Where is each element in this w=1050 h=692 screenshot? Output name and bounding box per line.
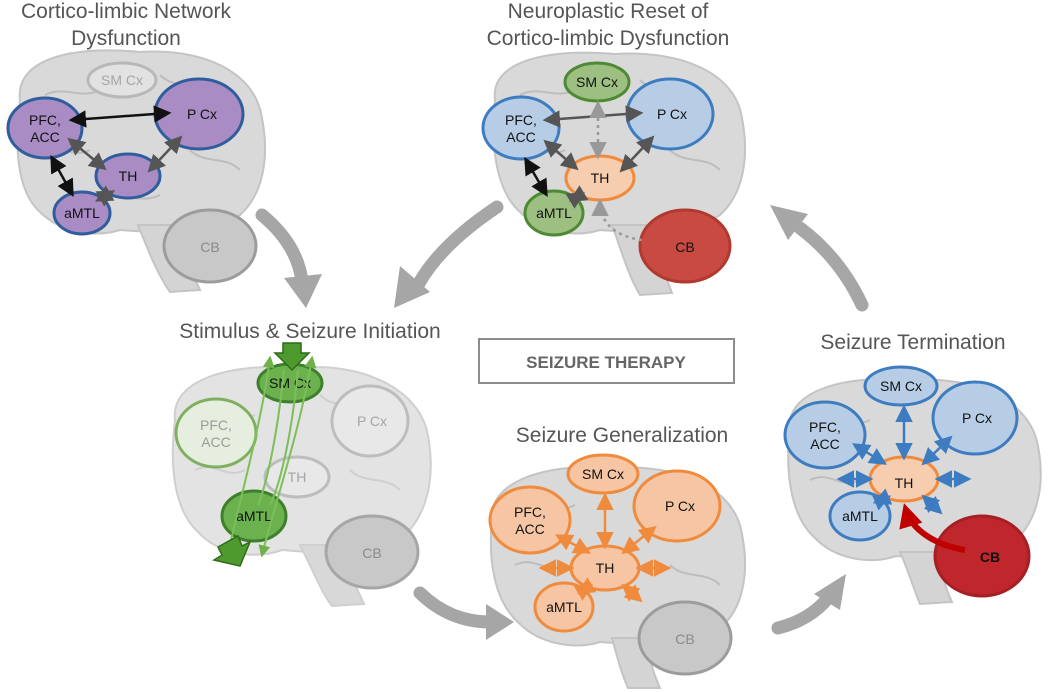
cycle-arrow-termination-to-reset xyxy=(793,221,869,312)
cycle-arrow-reset-to-initiation xyxy=(411,200,504,292)
th-label: TH xyxy=(119,168,138,184)
p-cx-label: P Cx xyxy=(962,410,992,426)
pfc-acc-region xyxy=(174,397,258,469)
amtl-label: aMTL xyxy=(536,205,572,221)
sm-cx-region xyxy=(86,61,158,99)
th-label: TH xyxy=(288,469,307,485)
cb-region xyxy=(162,208,258,284)
cb-label: CB xyxy=(675,631,694,647)
p-cx-label: P Cx xyxy=(657,106,687,122)
connection-arrows xyxy=(50,105,183,207)
panel-termination: Seizure Termination SM Cx PFC, ACC P Cx … xyxy=(783,331,1042,606)
sm-cx-label: SM Cx xyxy=(880,378,922,394)
th-label: TH xyxy=(895,475,914,491)
p-cx-region xyxy=(931,380,1019,456)
cycle-arrow-head-1 xyxy=(284,274,322,308)
panel-reset: Neuroplastic Reset of Cortico-limbic Dys… xyxy=(481,0,747,297)
acc-label: ACC xyxy=(506,129,536,145)
inhibitory-arrows xyxy=(836,404,972,515)
sm-cx-label: SM Cx xyxy=(101,72,143,88)
pfc-label: PFC, xyxy=(505,112,537,128)
stimulus-arrow-top xyxy=(273,342,311,372)
panel-reset-title-line-2: Cortico-limbic Dysfunction xyxy=(487,27,730,50)
pfc-acc-region xyxy=(6,96,84,160)
cycle-arrow-head-4 xyxy=(814,574,846,610)
p-cx-label: P Cx xyxy=(187,106,217,122)
cb-label: CB xyxy=(200,239,219,255)
pfc-label: PFC, xyxy=(29,112,61,128)
cycle-arrow-initiation-to-generalization xyxy=(413,586,497,629)
pfc-label: PFC, xyxy=(200,417,232,433)
cb-label: CB xyxy=(980,549,1000,565)
cycle-arrows xyxy=(255,200,869,640)
th-label: TH xyxy=(596,560,615,576)
cb-label: CB xyxy=(362,545,381,561)
pfc-acc-region xyxy=(488,485,572,555)
p-cx-region xyxy=(632,469,722,543)
cycle-arrow-head-2 xyxy=(394,266,430,308)
seizure-therapy-label: SEIZURE THERAPY xyxy=(526,353,686,372)
amtl-label: aMTL xyxy=(546,599,582,615)
p-cx-region xyxy=(330,384,410,458)
connection-arrows xyxy=(524,100,655,242)
cb-region xyxy=(638,208,732,284)
stimulus-arrow-bottom xyxy=(212,534,252,567)
panel-generalization: Seizure Generalization CB SM Cx PFC, ACC… xyxy=(488,424,747,689)
cb-region xyxy=(933,514,1031,598)
sm-cx-label: SM Cx xyxy=(582,466,624,482)
cb-region xyxy=(324,514,420,590)
acc-label: ACC xyxy=(810,436,840,452)
amtl-label: aMTL xyxy=(64,205,100,221)
sm-cx-label: SM Cx xyxy=(576,74,618,90)
panel-dysfunction: Cortico-limbic Network Dysfunction SM Cx… xyxy=(6,0,267,294)
acc-label: ACC xyxy=(30,129,60,145)
spread-arrows xyxy=(538,492,672,603)
cerebellar-arrow xyxy=(899,503,966,553)
propagation-paths xyxy=(224,355,317,558)
cycle-arrow-head-5 xyxy=(770,205,808,240)
panel-dysfunction-title-line-1: Cortico-limbic Network xyxy=(21,0,232,23)
cb-region xyxy=(637,600,733,676)
acc-label: ACC xyxy=(201,434,231,450)
panel-dysfunction-title-line-2: Dysfunction xyxy=(71,27,181,50)
amtl-label: aMTL xyxy=(236,508,272,524)
panel-generalization-title: Seizure Generalization xyxy=(516,424,728,447)
panel-termination-title: Seizure Termination xyxy=(820,331,1005,354)
cycle-arrow-dysfunction-to-initiation xyxy=(255,208,309,289)
cb-label: CB xyxy=(675,239,694,255)
pfc-acc-region xyxy=(783,400,867,470)
panel-reset-title-line-1: Neuroplastic Reset of xyxy=(508,0,709,23)
amtl-label: aMTL xyxy=(842,508,878,524)
p-cx-label: P Cx xyxy=(357,413,387,429)
p-cx-label: P Cx xyxy=(665,498,695,514)
panel-initiation-title: Stimulus & Seizure Initiation xyxy=(179,320,440,343)
seizure-therapy-box: SEIZURE THERAPY xyxy=(478,338,735,384)
cycle-arrow-generalization-to-termination xyxy=(771,591,835,635)
sm-cx-label: SM Cx xyxy=(269,375,311,391)
panel-initiation: Stimulus & Seizure Initiation PFC, ACC P… xyxy=(171,320,441,608)
pfc-label: PFC, xyxy=(514,504,546,520)
acc-label: ACC xyxy=(515,521,545,537)
cycle-arrow-head-3 xyxy=(486,604,514,640)
pfc-acc-region xyxy=(481,95,561,161)
pfc-label: PFC, xyxy=(809,419,841,435)
th-label: TH xyxy=(591,170,610,186)
